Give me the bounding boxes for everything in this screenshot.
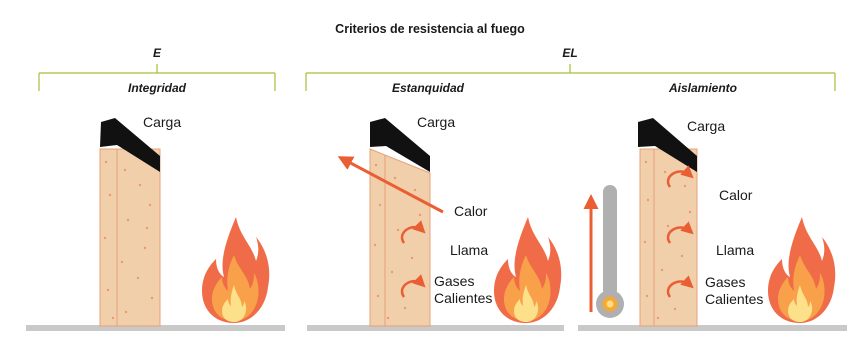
gases-label-3b: Calientes [705, 291, 763, 307]
wall-integrity [99, 148, 161, 327]
gases-label-2a: Gases [434, 273, 474, 289]
insulation-label: Aislamiento [668, 81, 737, 95]
load-label-2: Carga [417, 114, 455, 130]
curved-arrow-icon [400, 274, 426, 298]
flame-label-3: Llama [716, 242, 754, 258]
gases-label-3a: Gases [705, 274, 745, 290]
heat-label-2: Calor [454, 203, 488, 219]
load-label-3: Carga [687, 118, 725, 134]
load-cap-3 [638, 118, 697, 172]
curved-arrow-icon [666, 275, 694, 298]
e-code: E [153, 46, 162, 60]
wall-tightness [369, 148, 431, 327]
thermometer-icon [596, 185, 624, 318]
gases-label-2b: Calientes [434, 290, 492, 306]
fire-icon [494, 217, 562, 323]
floor-middle [307, 325, 564, 331]
load-label-1: Carga [143, 114, 181, 130]
curved-arrow-icon [400, 220, 426, 244]
curved-arrow-icon [666, 165, 694, 188]
load-cap-1 [100, 118, 160, 172]
floor-right [578, 325, 847, 331]
integrity-label: Integridad [128, 81, 187, 95]
el-bracket [305, 64, 836, 91]
fire-icon [202, 217, 270, 323]
el-code: EL [562, 46, 577, 60]
fire-icon [768, 217, 836, 323]
e-bracket [38, 64, 276, 91]
flame-label-2: Llama [450, 242, 488, 258]
load-cap-2 [370, 118, 430, 172]
heat-label-3: Calor [719, 187, 753, 203]
diagram-title: Criterios de resistencia al fuego [335, 22, 525, 36]
tightness-label: Estanquidad [392, 81, 465, 95]
arrow-icon [337, 156, 444, 214]
floor-left [26, 325, 285, 331]
curved-arrow-icon [666, 221, 694, 244]
